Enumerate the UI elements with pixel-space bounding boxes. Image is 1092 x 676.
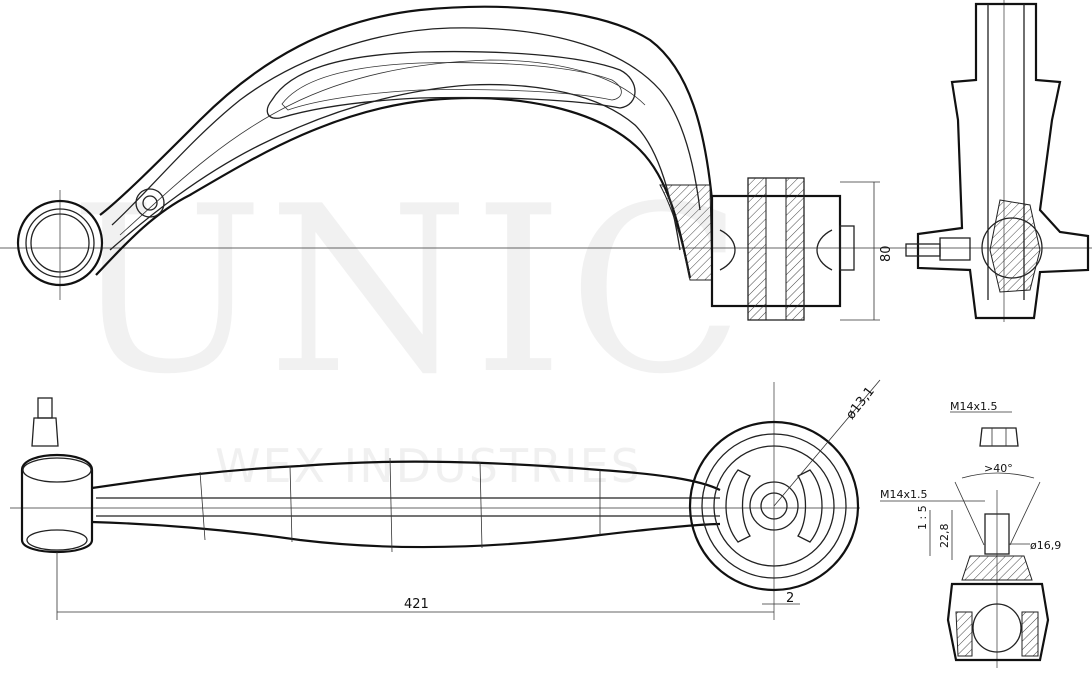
arm-flange-lines (96, 497, 720, 517)
dim-taper-ratio: 1 : 5 (916, 505, 929, 530)
detail-housing (946, 582, 1050, 662)
stud-shank (31, 417, 59, 447)
dim-stud-length: 22,8 (938, 524, 951, 549)
dim-cone-angle: >40° (984, 462, 1013, 475)
arm-top-edge (91, 460, 721, 491)
ball-joint-detail: M14x1.5 >40° M14x1.5 1 : 5 22,8 ø16,9 (880, 400, 1061, 668)
dim-arm-length: 421 (404, 597, 429, 612)
arm-upper-edge (99, 5, 714, 216)
arm-section-hatch (659, 184, 713, 281)
bushing-hatch-left (747, 177, 767, 321)
arm-rib-2 (109, 83, 681, 251)
detail-housing-hatch-right (1021, 611, 1039, 657)
bushing-core-outer (749, 481, 799, 531)
bushing-curve-right (816, 229, 833, 271)
arm-lower-edge (95, 97, 692, 279)
watermark-company: WEX INDUSTRIES (215, 439, 642, 493)
cone-arc (961, 472, 1035, 479)
dim-stud-thread: M14x1.5 (880, 488, 928, 501)
bushing-tab (839, 225, 855, 271)
bushing-hatch-right (785, 177, 805, 321)
stud-tip (37, 397, 53, 419)
ball-housing-bottom (26, 529, 88, 551)
side-stud (939, 237, 971, 261)
boss-outer (135, 188, 165, 218)
ball-housing (20, 454, 94, 554)
bushing-eye-mid (701, 433, 847, 579)
bushing-void-right (797, 469, 823, 543)
arm-slot-inner (281, 62, 622, 111)
cone-line-left (954, 481, 985, 546)
side-view (905, 0, 1090, 322)
bushing-void-left (725, 469, 751, 543)
bushing-eye-outer (688, 420, 860, 592)
bushing-eye-inner (713, 445, 835, 567)
nut (979, 427, 1019, 447)
ball-eye-outer (16, 199, 104, 287)
detail-ball (972, 603, 1022, 653)
dim-bushing-height: 80 (879, 245, 894, 262)
side-outline (916, 2, 1090, 320)
watermark-brand: UNIC (70, 158, 748, 425)
dim-nut-thread: M14x1.5 (950, 400, 998, 413)
bushing-core-inner (760, 492, 788, 520)
boss-inner (142, 195, 158, 211)
ball-housing-top (22, 457, 92, 483)
arm-rib-1 (111, 27, 701, 226)
detail-boot-hatch (961, 555, 1033, 581)
dim-hole-diameter: ø13,1 (843, 384, 878, 422)
dim-stud-diameter: ø16,9 (1030, 539, 1061, 552)
detail-housing-hatch-left (955, 611, 973, 657)
arm-bottom-edge (91, 520, 721, 549)
side-stud-tip (905, 243, 941, 257)
arm-slot (266, 50, 636, 119)
arm-rib-3 (119, 59, 646, 236)
hole-leader (773, 379, 881, 507)
ball-eye-mid (25, 208, 95, 278)
bushing-curve-left (719, 229, 736, 271)
arm-section-lines (199, 457, 601, 553)
watermark: UNIC WEX INDUSTRIES (70, 158, 748, 493)
top-view-arm: 80 (0, 5, 1092, 321)
cone-line-right (1009, 481, 1041, 546)
ball-eye-inner (30, 213, 90, 273)
side-ball (981, 217, 1043, 279)
dim-offset: 2 (786, 591, 794, 606)
